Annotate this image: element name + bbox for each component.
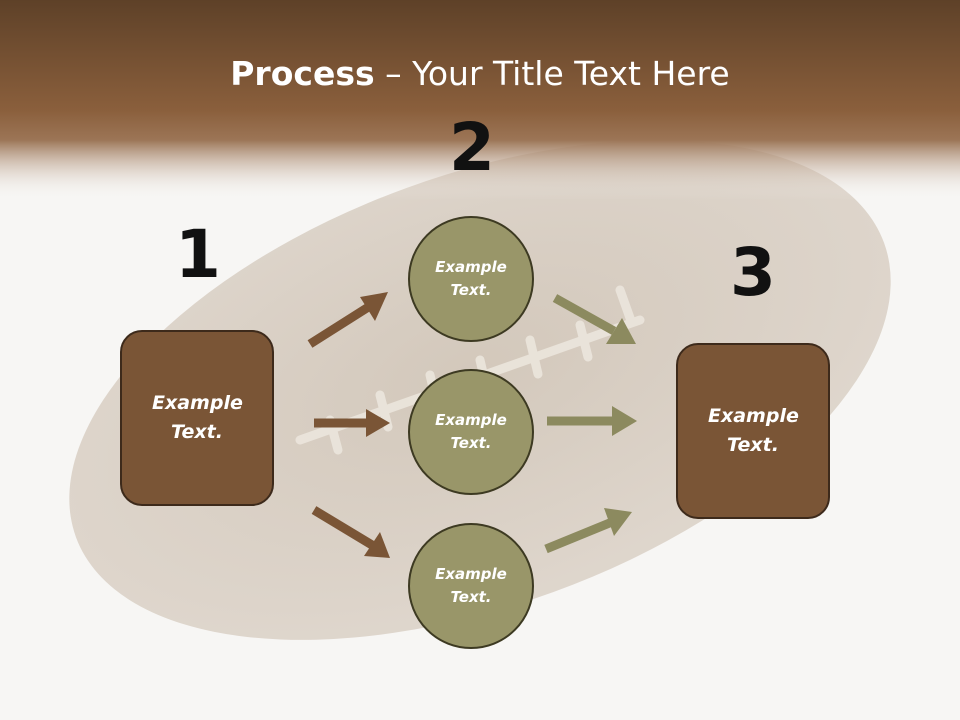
circle-top-label: Example Text. <box>435 258 507 299</box>
title-bold: Process <box>230 54 375 93</box>
step-3-label: Example Text. <box>708 405 799 456</box>
step-2-circle-middle: Example Text. <box>408 369 534 495</box>
step-number-1: 1 <box>175 216 221 293</box>
circle-bottom-label: Example Text. <box>435 565 507 606</box>
arrow-left-to-bottom <box>311 506 390 558</box>
arrow-left-to-top <box>307 292 388 348</box>
step-1-label: Example Text. <box>152 392 243 443</box>
title-rest: – Your Title Text Here <box>374 54 730 93</box>
step-3-box: Example Text. <box>676 343 830 519</box>
step-2-circle-top: Example Text. <box>408 216 534 342</box>
step-number-3: 3 <box>730 234 776 311</box>
arrow-bottom-to-right <box>544 508 632 554</box>
step-1-box: Example Text. <box>120 330 274 506</box>
circle-middle-label: Example Text. <box>435 411 507 452</box>
arrow-left-to-middle <box>314 409 390 437</box>
arrow-top-to-right <box>552 294 636 344</box>
arrow-middle-to-right <box>547 406 637 436</box>
page-title: Process – Your Title Text Here <box>0 52 960 96</box>
step-number-2: 2 <box>449 109 495 186</box>
step-2-circle-bottom: Example Text. <box>408 523 534 649</box>
